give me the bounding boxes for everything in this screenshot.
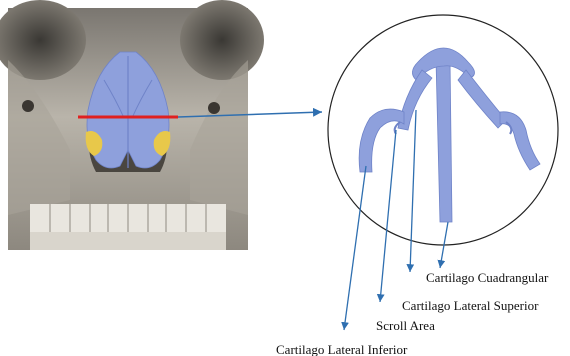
infraorbital-foramen-right	[208, 102, 220, 114]
upper-teeth	[30, 204, 226, 250]
label-scroll-area: Scroll Area	[376, 318, 435, 333]
label-quadrangular: Cartilago Cuadrangular	[426, 270, 549, 285]
label-lateral-superior: Cartilago Lateral Superior	[402, 298, 539, 313]
skull-illustration	[0, 0, 264, 250]
label-lateral-inferior: Cartilago Lateral Inferior	[276, 342, 408, 356]
infraorbital-foramen-left	[22, 100, 34, 112]
right-orbit	[180, 0, 264, 80]
